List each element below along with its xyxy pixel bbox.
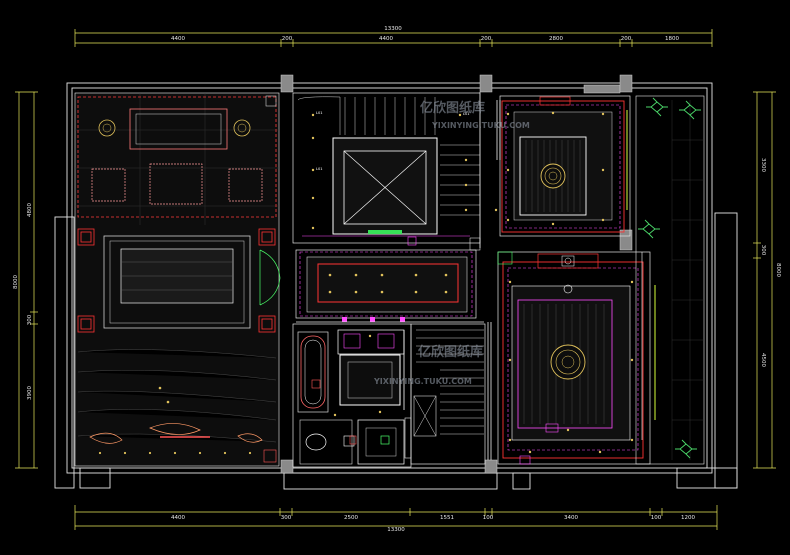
watermark-en: YIXINYING.TUKU.COM <box>373 377 472 386</box>
dim-right-3: 4500 <box>760 353 766 367</box>
dim-top-1: 4400 <box>171 36 185 42</box>
dim-top-2: 200 <box>282 36 293 42</box>
exterior-walls <box>54 82 738 490</box>
bathroom <box>292 323 412 468</box>
stair-core: L01 L01 L01 <box>292 92 501 251</box>
watermark-cn: 亿欣图纸库 <box>420 100 485 116</box>
structural-columns <box>280 74 633 474</box>
light-tag: L01 <box>463 112 470 116</box>
light-tag: L01 <box>316 111 323 115</box>
dim-right-1: 3300 <box>760 158 766 172</box>
dim-bottom-1: 4400 <box>171 515 185 521</box>
dim-left-2: 300 <box>27 314 33 325</box>
dim-bottom-5: 100 <box>483 515 494 521</box>
dim-top-4: 200 <box>481 36 492 42</box>
dim-top-7: 1800 <box>665 36 679 42</box>
dim-right-total: 8000 <box>775 263 781 277</box>
light-tag: L01 <box>316 167 323 171</box>
right-dimension-chain <box>753 91 776 469</box>
left-dimension-chain <box>15 91 38 469</box>
dim-top-5: 2800 <box>549 36 563 42</box>
top-dimension-chain <box>74 29 713 47</box>
plant-icon <box>646 97 668 117</box>
watermark-cn: 亿欣图纸库 <box>418 344 483 360</box>
balcony-planters <box>635 95 705 465</box>
dim-bottom-2: 300 <box>281 515 292 521</box>
dim-right-2: 300 <box>760 245 766 256</box>
watermark-en: YIXINYING.TUKU.COM <box>431 121 530 130</box>
master-bedroom <box>497 251 656 465</box>
plant-icon <box>675 439 697 459</box>
dim-top-6: 200 <box>621 36 632 42</box>
plant-icon <box>638 219 660 239</box>
dim-left-3: 3900 <box>27 386 33 400</box>
bedroom-upper <box>499 95 631 237</box>
dim-bottom-4: 1551 <box>440 515 454 521</box>
dim-left-total: 8000 <box>13 275 19 289</box>
dim-bottom-3: 2500 <box>344 515 358 521</box>
bottom-dimension-chain <box>74 505 718 530</box>
secondary-stair <box>410 322 492 465</box>
dim-bottom-8: 1200 <box>681 515 695 521</box>
dim-top-3: 4400 <box>379 36 393 42</box>
plant-icon <box>679 100 701 120</box>
dim-bottom-7: 100 <box>651 515 662 521</box>
dim-bottom-6: 3400 <box>564 515 578 521</box>
living-room <box>74 92 281 467</box>
dining-area <box>295 249 484 323</box>
dim-left-1: 4800 <box>27 203 33 217</box>
dim-bottom-total: 13300 <box>387 527 405 533</box>
dim-top-total: 13300 <box>384 26 402 32</box>
